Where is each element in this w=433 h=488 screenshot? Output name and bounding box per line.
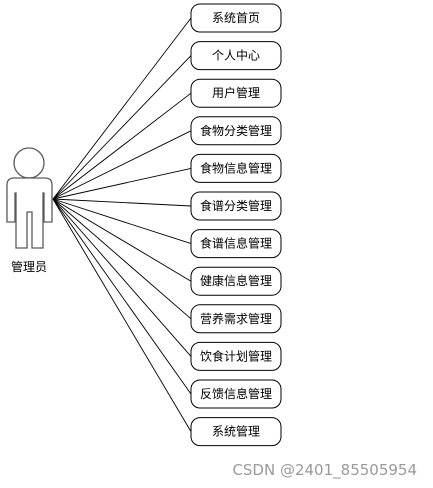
association-line [52, 130, 192, 200]
use-case: 食谱分类管理 [190, 191, 282, 221]
watermark: CSDN @2401_85505954 [232, 461, 417, 480]
use-case: 系统管理 [190, 417, 282, 447]
association-lines [52, 17, 192, 432]
use-case-box [190, 341, 282, 371]
association-line [52, 55, 192, 200]
use-case-label: 系统管理 [212, 424, 260, 439]
use-case-box [190, 78, 282, 108]
use-case-box [190, 379, 282, 409]
use-case-box [190, 304, 282, 334]
association-line [52, 198, 192, 282]
use-case: 健康信息管理 [190, 266, 282, 296]
actor-admin: 管理员 [6, 147, 53, 274]
use-case-label: 反馈信息管理 [200, 386, 272, 401]
association-line [52, 17, 192, 200]
use-case-box [190, 229, 282, 259]
use-case-box [190, 153, 282, 183]
use-case-label: 健康信息管理 [200, 273, 272, 288]
association-line [52, 198, 192, 245]
use-case-box [190, 41, 282, 71]
use-case-label: 食物信息管理 [200, 160, 272, 175]
use-case-list: 系统首页个人中心用户管理食物分类管理食物信息管理食谱分类管理食谱信息管理健康信息… [190, 3, 282, 447]
use-case-label: 系统首页 [212, 11, 260, 25]
use-case-box [190, 191, 282, 221]
association-line [52, 92, 192, 200]
use-case: 食物信息管理 [190, 153, 282, 183]
actor-label: 管理员 [11, 259, 47, 274]
use-case-box [190, 266, 282, 296]
association-line [52, 198, 192, 357]
use-case-label: 饮食计划管理 [200, 348, 272, 363]
use-case-box [190, 116, 282, 146]
use-case-label: 用户管理 [212, 85, 260, 100]
association-line [52, 198, 192, 432]
use-case-label: 营养需求管理 [200, 311, 272, 326]
use-case-box [190, 3, 282, 33]
use-case: 饮食计划管理 [190, 341, 282, 371]
association-line [52, 198, 192, 207]
use-case-label: 食谱信息管理 [200, 236, 272, 251]
use-case: 营养需求管理 [190, 304, 282, 334]
use-case: 用户管理 [190, 78, 282, 108]
use-case: 食谱信息管理 [190, 229, 282, 259]
use-case-label: 个人中心 [212, 48, 260, 63]
association-line [52, 198, 192, 320]
association-line [52, 167, 192, 200]
use-case-box [190, 417, 282, 447]
use-case: 个人中心 [190, 41, 282, 71]
use-case-label: 食物分类管理 [200, 123, 272, 138]
use-case: 反馈信息管理 [190, 379, 282, 409]
actor-head [13, 147, 45, 179]
use-case: 系统首页 [190, 3, 282, 33]
association-line [52, 198, 192, 395]
use-case-label: 食谱分类管理 [200, 198, 272, 213]
use-case: 食物分类管理 [190, 116, 282, 146]
actor-body [6, 177, 53, 249]
